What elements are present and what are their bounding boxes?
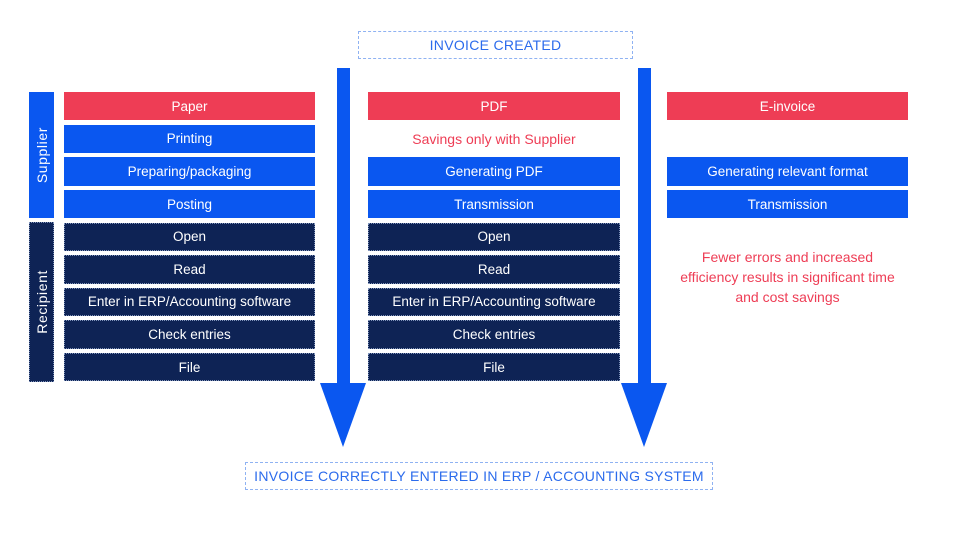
invoice-entered-banner: INVOICE CORRECTLY ENTERED IN ERP / ACCOU… (245, 462, 713, 490)
down-arrow-right-shaft (638, 68, 651, 385)
recipient-label: Recipient (33, 270, 50, 334)
column-header-bar: PDF (368, 92, 620, 121)
down-arrow-left-shaft (337, 68, 350, 385)
benefits-note: Fewer errors and increased efficiency re… (667, 223, 908, 382)
supplier-step-bar: Generating PDF (368, 157, 620, 186)
supplier-step-bar: Transmission (368, 189, 620, 219)
down-arrow-left-head (320, 383, 366, 447)
invoice-created-label: INVOICE CREATED (429, 37, 562, 53)
invoice-entered-label: INVOICE CORRECTLY ENTERED IN ERP / ACCOU… (254, 468, 704, 484)
recipient-step-bar: Read (368, 255, 620, 284)
down-arrow-right-head (621, 383, 667, 447)
recipient-step-bar: Open (64, 222, 315, 251)
supplier-step-bar: Posting (64, 189, 315, 219)
recipient-step-bar: Check entries (368, 320, 620, 349)
supplier-step-bar: Generating relevant format (667, 157, 908, 186)
sidebar-recipient: Recipient (29, 222, 54, 382)
supplier-label: Supplier (33, 126, 50, 184)
supplier-step-bar: Transmission (667, 189, 908, 219)
recipient-step-bar: Enter in ERP/Accounting software (64, 287, 315, 317)
savings-note: Savings only with Supplier (412, 130, 576, 147)
recipient-step-bar: Enter in ERP/Accounting software (368, 287, 620, 317)
recipient-step-bar: Open (368, 222, 620, 251)
column-header-bar: Paper (64, 92, 315, 121)
sidebar-supplier: Supplier (29, 92, 54, 218)
recipient-step-bar: File (64, 353, 315, 382)
column-header-bar: E-invoice (667, 92, 908, 121)
recipient-step-bar: File (368, 353, 620, 382)
row-spacer (667, 125, 908, 153)
benefits-note-text: Fewer errors and increased efficiency re… (680, 248, 895, 306)
supplier-step-bar: Preparing/packaging (64, 157, 315, 186)
invoice-created-banner: INVOICE CREATED (358, 31, 633, 59)
recipient-step-bar: Read (64, 255, 315, 284)
recipient-step-bar: Check entries (64, 320, 315, 349)
supplier-step-bar: Printing (64, 124, 315, 153)
